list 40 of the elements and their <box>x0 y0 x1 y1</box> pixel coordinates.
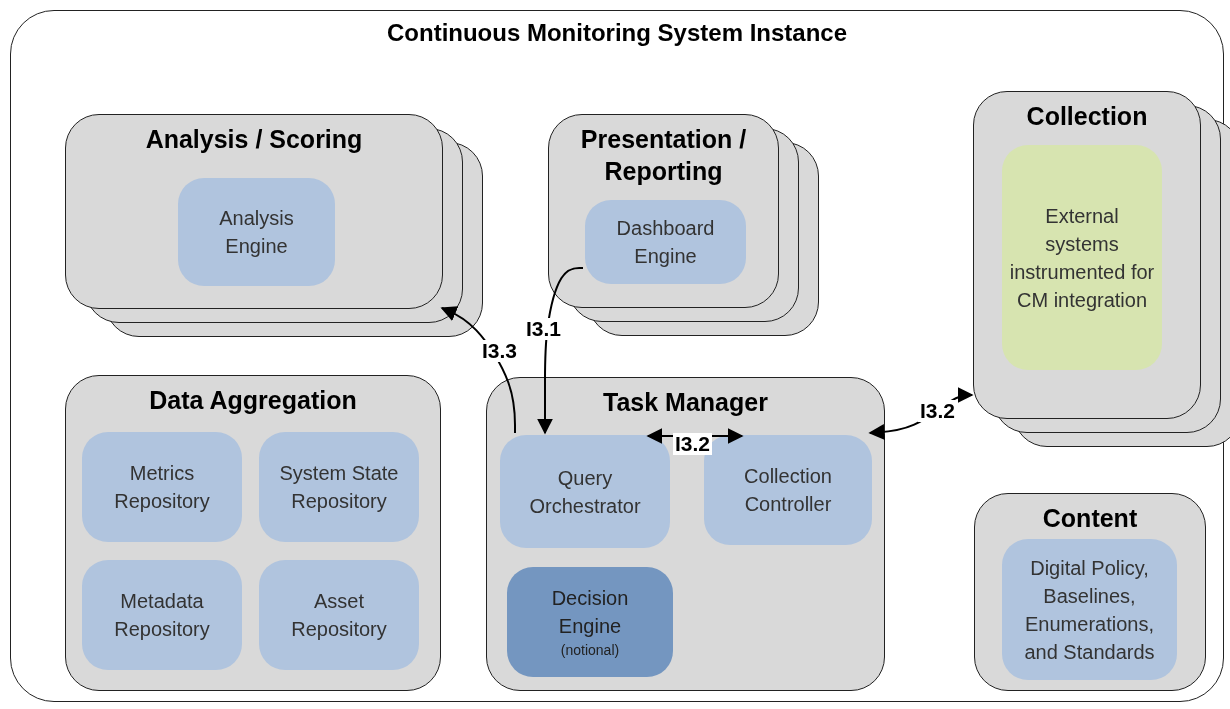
panel-title: Collection <box>1026 101 1148 132</box>
module-label: Asset Repository <box>290 589 388 642</box>
panel-title: Analysis / Scoring <box>145 124 363 155</box>
module-label: External systems instrumented for CM integration <box>1008 203 1156 313</box>
module-box <box>259 432 419 542</box>
module-box <box>1002 145 1162 370</box>
edge-label: I3.1 <box>524 318 564 340</box>
module-box <box>507 567 673 677</box>
module-box <box>585 200 746 284</box>
component-panel <box>973 91 1201 419</box>
module-box <box>82 432 242 542</box>
module-label: Decision Engine <box>550 586 630 639</box>
module-box <box>259 560 419 670</box>
module-box <box>178 178 335 286</box>
component-panel <box>65 114 443 309</box>
module-label: Query Orchestrator <box>528 465 642 519</box>
panel-title: Task Manager <box>603 387 768 418</box>
module-label: Digital Policy, Baselines, Enumerations, and Standards <box>1023 555 1156 665</box>
edge-label: I3.2 <box>673 433 713 455</box>
component-panel <box>65 375 441 691</box>
module-box <box>82 560 242 670</box>
module-box <box>500 435 670 548</box>
panel-title: Presentation / Reporting <box>579 124 748 187</box>
component-panel <box>548 114 779 308</box>
edge-label: I3.3 <box>480 340 520 362</box>
component-panel <box>486 377 885 691</box>
module-label: Collection Controller <box>743 464 833 517</box>
panel-title: Content <box>1042 503 1138 534</box>
module-label: Metadata Repository <box>113 589 211 642</box>
module-label: Metrics Repository <box>113 461 211 514</box>
module-box <box>1002 539 1177 680</box>
component-panel <box>974 493 1206 691</box>
panel-title: Continuous Monitoring System Instance <box>387 18 847 48</box>
panel-title: Data Aggregation <box>149 385 357 416</box>
edge-label: I3.2 <box>918 400 958 422</box>
module-label: Analysis Engine <box>218 206 295 259</box>
module-label: Dashboard Engine <box>615 216 716 269</box>
module-label: System State Repository <box>278 461 400 514</box>
module-note: (notional) <box>560 641 620 660</box>
arrow <box>537 267 584 435</box>
